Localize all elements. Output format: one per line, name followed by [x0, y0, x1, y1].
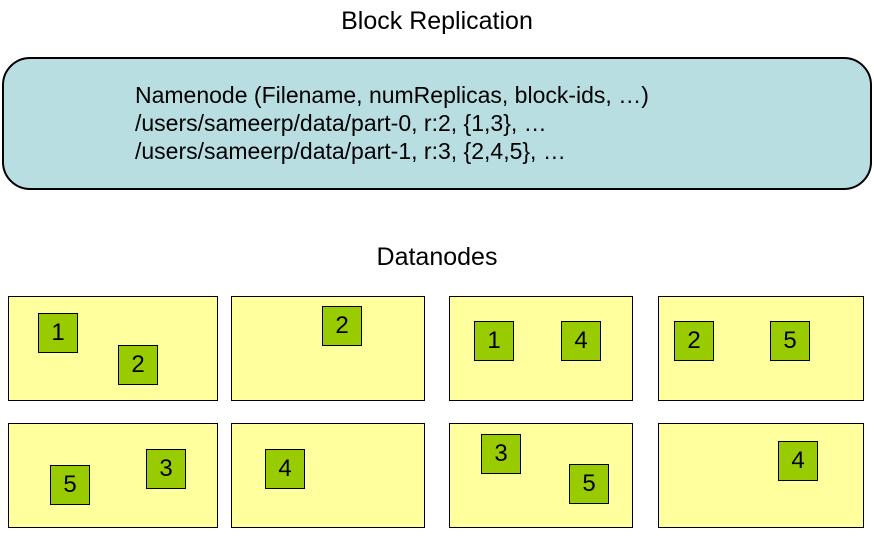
- namenode-line-part1: /users/sameerp/data/part-1, r:3, {2,4,5}…: [135, 138, 566, 164]
- block-square-5: 5: [50, 465, 90, 505]
- block-square-3: 3: [146, 449, 186, 489]
- block-square-2: 2: [322, 306, 362, 346]
- block-square-1: 1: [474, 321, 514, 361]
- namenode-text: Namenode (Filename, numReplicas, block-i…: [135, 81, 649, 165]
- block-square-5: 5: [569, 464, 609, 504]
- namenode-line-signature: Namenode (Filename, numReplicas, block-i…: [135, 82, 649, 108]
- datanodes-heading: Datanodes: [376, 243, 498, 271]
- block-square-1: 1: [38, 313, 78, 353]
- namenode-box: Namenode (Filename, numReplicas, block-i…: [2, 57, 872, 190]
- namenode-line-part0: /users/sameerp/data/part-0, r:2, {1,3}, …: [135, 110, 547, 136]
- block-square-3: 3: [481, 434, 521, 474]
- datanode-box-8: 4: [658, 423, 864, 528]
- datanode-box-6: 4: [231, 423, 425, 528]
- diagram-title: Block Replication: [341, 7, 533, 35]
- block-square-4: 4: [561, 321, 601, 361]
- block-square-4: 4: [778, 441, 818, 481]
- block-square-5: 5: [770, 321, 810, 361]
- block-square-2: 2: [118, 345, 158, 385]
- datanode-box-2: 2: [231, 296, 425, 401]
- block-square-4: 4: [265, 449, 305, 489]
- block-square-2: 2: [674, 321, 714, 361]
